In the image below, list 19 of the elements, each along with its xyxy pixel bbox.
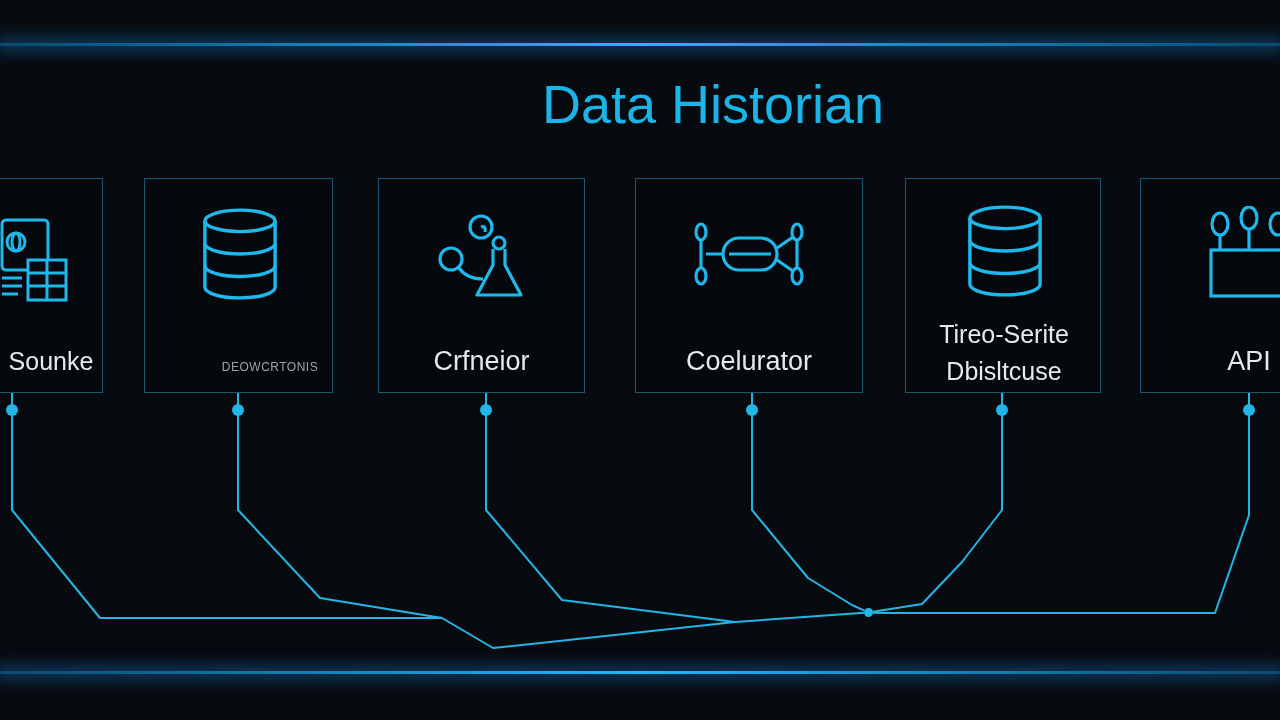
process-box [0, 178, 103, 393]
connector-line [746, 392, 866, 612]
process-box [144, 178, 333, 393]
box-label: API [1227, 346, 1271, 376]
connector-line [872, 392, 1255, 614]
connector-line [734, 611, 865, 623]
box-label: DEOWCRTONIS [221, 360, 319, 374]
process-box [635, 178, 863, 393]
box-label: Tireo-Serite Dbisltcuse [939, 320, 1069, 385]
diagram-title: Data Historian [542, 73, 885, 136]
box-label: Coelurator [685, 346, 813, 376]
process-box [905, 178, 1101, 393]
process-box [1140, 178, 1280, 393]
process-box [378, 178, 585, 393]
connector-line [441, 617, 736, 649]
connector-line [871, 392, 1008, 613]
box-label: Crfneior [433, 346, 530, 376]
connector-line [232, 392, 443, 619]
box-label: Sounke [8, 347, 94, 375]
